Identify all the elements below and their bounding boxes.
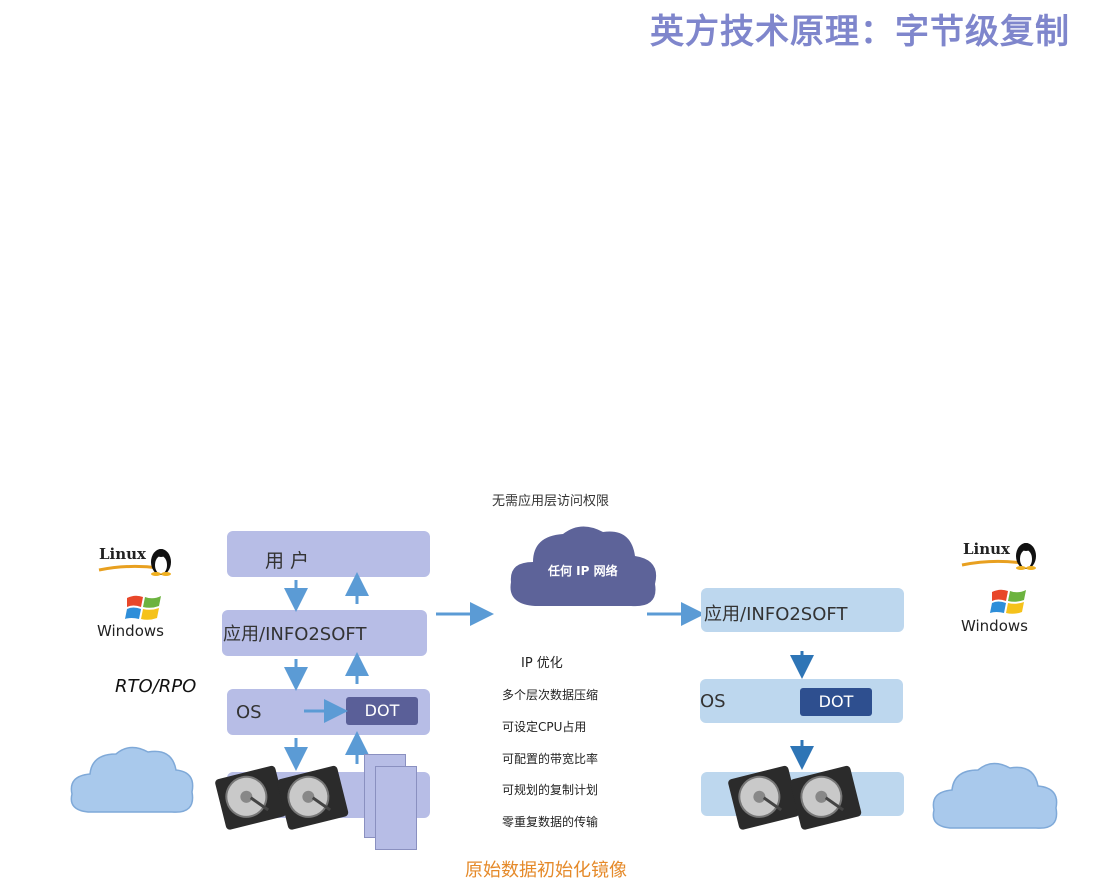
page-title: 英方技术原理：字节级复制 <box>650 12 1070 52</box>
right-app-label: 应用/INFO2SOFT <box>704 604 848 625</box>
list-item: 多个层次数据压缩 <box>502 688 599 702</box>
right-os-label: OS <box>700 691 726 712</box>
windows-flag-icon <box>990 589 1026 614</box>
document-page-icon <box>375 766 417 850</box>
linux-logo-left: Linux <box>99 545 146 563</box>
windows-logo-right: Windows <box>961 617 1028 635</box>
access-note: 无需应用层访问权限 <box>492 494 610 509</box>
user-label: 用 户 <box>265 550 310 572</box>
right-dot-badge: DOT <box>800 688 872 716</box>
tux-penguin-icon <box>151 549 171 576</box>
left-os-label: OS <box>236 702 262 723</box>
left-dot-badge: DOT <box>346 697 418 725</box>
hard-disk-icon <box>728 765 862 830</box>
linux-logo-right: Linux <box>963 540 1010 558</box>
hard-disk-icon <box>215 765 349 830</box>
network-cloud-icon <box>510 526 657 607</box>
linux-swoosh <box>961 559 1023 567</box>
mirror-caption: 原始数据初始化镜像 <box>465 860 627 881</box>
list-item: 可规划的复制计划 <box>502 783 599 797</box>
linux-swoosh <box>98 564 160 572</box>
cloud-icon <box>932 762 1058 829</box>
windows-logo-left: Windows <box>97 622 164 640</box>
cloud-label: 任何 IP 网络 <box>548 564 618 578</box>
tux-penguin-icon <box>1016 543 1036 570</box>
right-app-box <box>701 588 904 632</box>
left-app-box <box>222 610 427 656</box>
rto-rpo-label: RTO/RPO <box>115 676 197 697</box>
ip-opt-heading: IP 优化 <box>521 656 563 671</box>
user-box <box>227 531 430 577</box>
windows-flag-icon <box>125 595 161 620</box>
cloud-icon <box>70 746 194 813</box>
list-item: 可设定CPU占用 <box>502 720 587 734</box>
list-item: 零重复数据的传输 <box>502 815 599 829</box>
list-item: 可配置的带宽比率 <box>502 752 599 766</box>
left-app-label: 应用/INFO2SOFT <box>223 624 367 645</box>
